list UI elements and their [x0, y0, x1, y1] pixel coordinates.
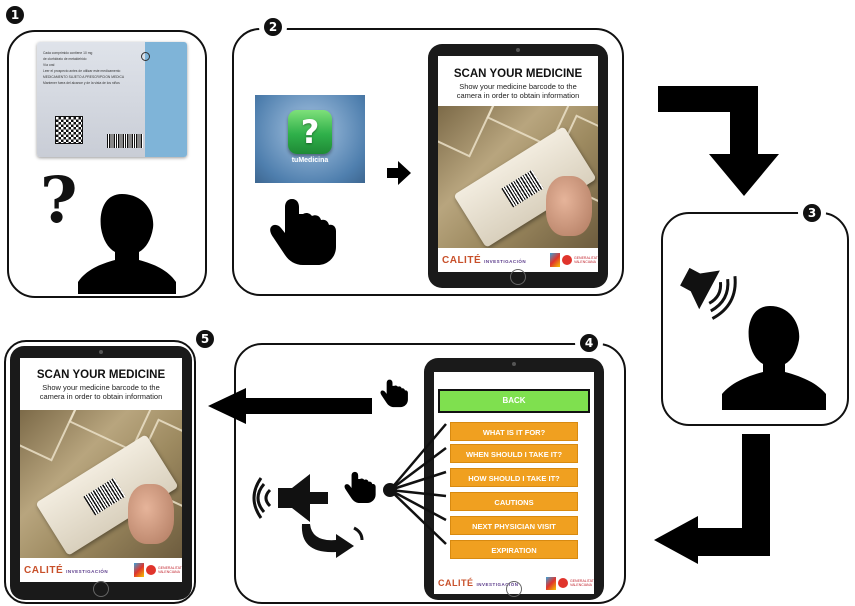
arrow-to-step4: [654, 434, 770, 564]
app-icon-symbol: ?: [300, 113, 320, 151]
gva-logo: GENERALITAT VALENCIANA: [574, 256, 598, 264]
package-logo-icon: [141, 52, 150, 61]
scan-subtitle: Show your medicine barcode to the camera…: [456, 82, 580, 100]
question-mark-icon: ?: [40, 164, 78, 234]
partner-logo-2: [562, 255, 572, 265]
menu-item-how-should-i-take-it[interactable]: HOW SHOULD I TAKE IT?: [450, 468, 578, 487]
menu-tablet: BACK WHAT IS IT FOR? WHEN SHOULD I TAKE …: [424, 358, 604, 600]
person-silhouette-step3-icon: [722, 306, 826, 410]
package-blue-stripe: [145, 42, 187, 157]
package-text: Cada comprimido contiene 10 mg de clorhi…: [43, 51, 125, 85]
barcode-step5: [83, 477, 126, 516]
menu-item-expiration[interactable]: EXPIRATION: [450, 540, 578, 559]
pointing-hand-menu-icon: [380, 379, 408, 408]
scan-screen-step5: SCAN YOUR MEDICINE Show your medicine ba…: [20, 358, 182, 582]
arrow-to-step3: [658, 86, 779, 196]
package-qr-code: [55, 116, 83, 144]
medicine-package: Cada comprimido contiene 10 mg de clorhi…: [37, 42, 187, 157]
scan-title: SCAN YOUR MEDICINE: [453, 68, 583, 80]
scan-screen: SCAN YOUR MEDICINE Show your medicine ba…: [438, 56, 598, 272]
scan-subtitle-step5: Show your medicine barcode to the camera…: [39, 383, 163, 401]
pointing-hand-icon: [270, 199, 336, 265]
scan-tablet-step2: SCAN YOUR MEDICINE Show your medicine ba…: [428, 44, 608, 288]
step4-number: 4: [580, 334, 598, 352]
app-icon-label: tuMedicina: [291, 157, 329, 164]
speaker-icon: [680, 267, 737, 320]
camera-view-step5: [20, 410, 182, 558]
package-barcode: [107, 134, 143, 148]
menu-screen: BACK WHAT IS IT FOR? WHEN SHOULD I TAKE …: [434, 372, 594, 594]
back-button[interactable]: BACK: [438, 389, 590, 413]
step2-number: 2: [264, 18, 282, 36]
step1-number: 1: [6, 6, 24, 24]
finger: [546, 176, 592, 236]
pointing-hand-small-icon: [344, 471, 376, 504]
camera-view: [438, 106, 598, 248]
barcode: [501, 169, 544, 208]
partner-logo-1: [550, 253, 560, 267]
speaker-sound-icon: [252, 474, 328, 522]
scan-tablet-step5: SCAN YOUR MEDICINE Show your medicine ba…: [10, 346, 192, 600]
step3-number: 3: [803, 204, 821, 222]
menu-item-when-should-i-take-it[interactable]: WHEN SHOULD I TAKE IT?: [450, 444, 578, 463]
finger-step5: [128, 484, 174, 544]
app-icon[interactable]: ?: [288, 110, 332, 154]
rotate-arrow-icon: [301, 524, 364, 558]
person-silhouette-icon: [78, 194, 176, 294]
menu-connector-lines: [383, 423, 447, 545]
arrow-right-icon: [387, 161, 411, 185]
menu-item-cautions[interactable]: CAUTIONS: [450, 492, 578, 511]
menu-item-what-is-it-for[interactable]: WHAT IS IT FOR?: [450, 422, 578, 441]
svg-text:?: ?: [40, 164, 78, 234]
scan-title-step5: SCAN YOUR MEDICINE: [36, 369, 166, 381]
menu-item-next-physician-visit[interactable]: NEXT PHYSICIAN VISIT: [450, 516, 578, 535]
step5-number: 5: [196, 330, 214, 348]
arrow-left-icon: [208, 388, 372, 424]
